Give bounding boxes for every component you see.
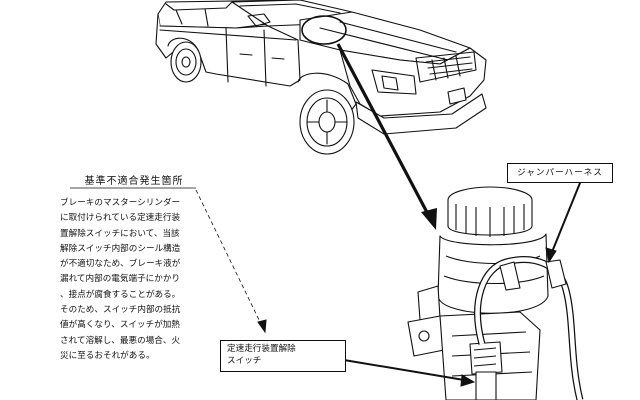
switch-label-line1: 定速走行装置解除 [227, 344, 296, 354]
nonconformity-location-title: 基準不適合発生箇所 [84, 176, 184, 187]
defect-line: に取付けられている定速走行装 [60, 213, 181, 224]
defect-line: されて溶解し、最悪の場合、火 [60, 335, 181, 346]
defect-line: そのため、スイッチ内部の抵抗 [60, 305, 181, 316]
defect-line: 災に至るおそれがある。 [60, 350, 155, 361]
jumper-harness-label: ジャンパーハーネス [507, 163, 613, 183]
defect-line: 置解除スイッチにおいて、当該 [60, 228, 180, 239]
defect-line: 解除スイッチ内部のシール構造 [60, 243, 181, 254]
defect-line: ブレーキのマスターシリンダー [60, 198, 181, 208]
pointer-arrow [336, 43, 437, 230]
switch-label-line2: スイッチ [227, 356, 262, 366]
defect-line: が不適切なため、ブレーキ液が [60, 259, 181, 270]
defect-description: ブレーキのマスターシリンダー に取付けられている定速走行装 置解除スイッチにおい… [60, 196, 225, 364]
defect-line: 漏れて内部の電気端子にかかり [60, 274, 181, 285]
defect-line: 、接点が腐食することがある。 [60, 289, 181, 300]
suv-illustration [155, 0, 487, 155]
leader-lines [195, 177, 583, 387]
defect-line: 値が高くなり、スイッチが加熱 [60, 320, 180, 331]
cruise-release-switch-label: 定速走行装置解除 スイッチ [220, 340, 346, 372]
